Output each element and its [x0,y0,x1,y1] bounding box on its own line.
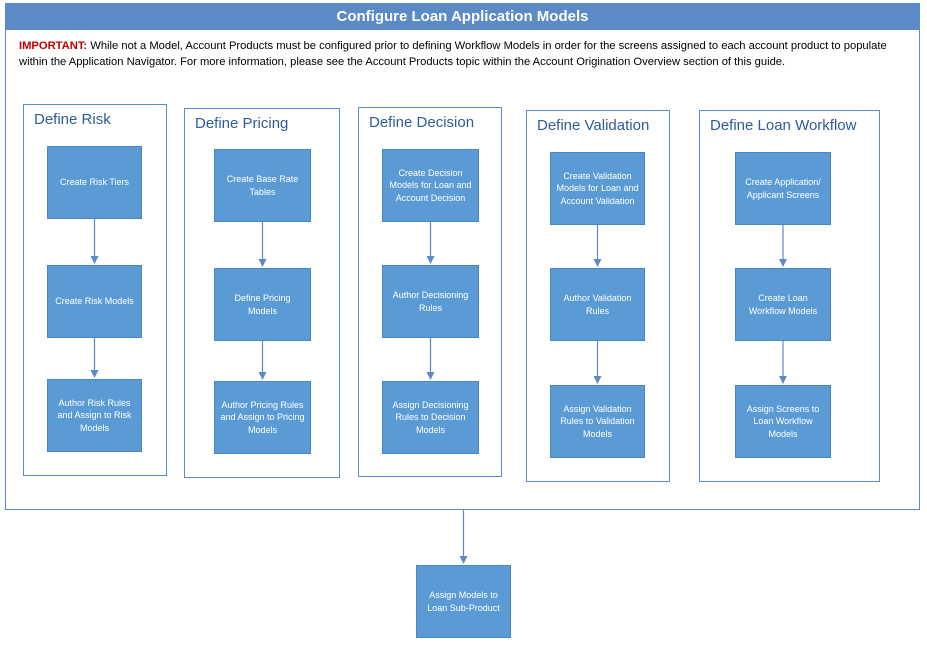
lane-title: Define Loan Workflow [710,117,857,134]
step-box: Assign Decisioning Rules to Decision Mod… [382,381,479,454]
step-box: Author Risk Rules and Assign to Risk Mod… [47,379,142,452]
lane-title: Define Decision [369,114,475,131]
step-box: Author Decisioning Rules [382,265,479,338]
step-box: Create Base Rate Tables [214,149,311,222]
step-box: Assign Screens to Loan Workflow Models [735,385,831,458]
step-box: Define Pricing Models [214,268,311,341]
step-box: Author Pricing Rules and Assign to Prici… [214,381,311,454]
step-box: Create Risk Tiers [47,146,142,219]
lane-title: Define Validation [537,117,650,134]
lane-title: Define Pricing [195,115,289,132]
step-box: Author Validation Rules [550,268,645,341]
step-box: Create Application/ Applicant Screens [735,152,831,225]
important-note: IMPORTANT: While not a Model, Account Pr… [19,39,899,70]
diagram-title: Configure Loan Application Models [6,4,919,30]
final-step-box: Assign Models to Loan Sub-Product [416,565,511,638]
important-text: While not a Model, Account Products must… [19,40,887,68]
step-box: Create Validation Models for Loan and Ac… [550,152,645,225]
lane-title: Define Risk [34,111,111,128]
important-label: IMPORTANT: [19,40,88,52]
step-box: Create Risk Models [47,265,142,338]
step-box: Create Decision Models for Loan and Acco… [382,149,479,222]
step-box: Create Loan Workflow Models [735,268,831,341]
step-box: Assign Validation Rules to Validation Mo… [550,385,645,458]
